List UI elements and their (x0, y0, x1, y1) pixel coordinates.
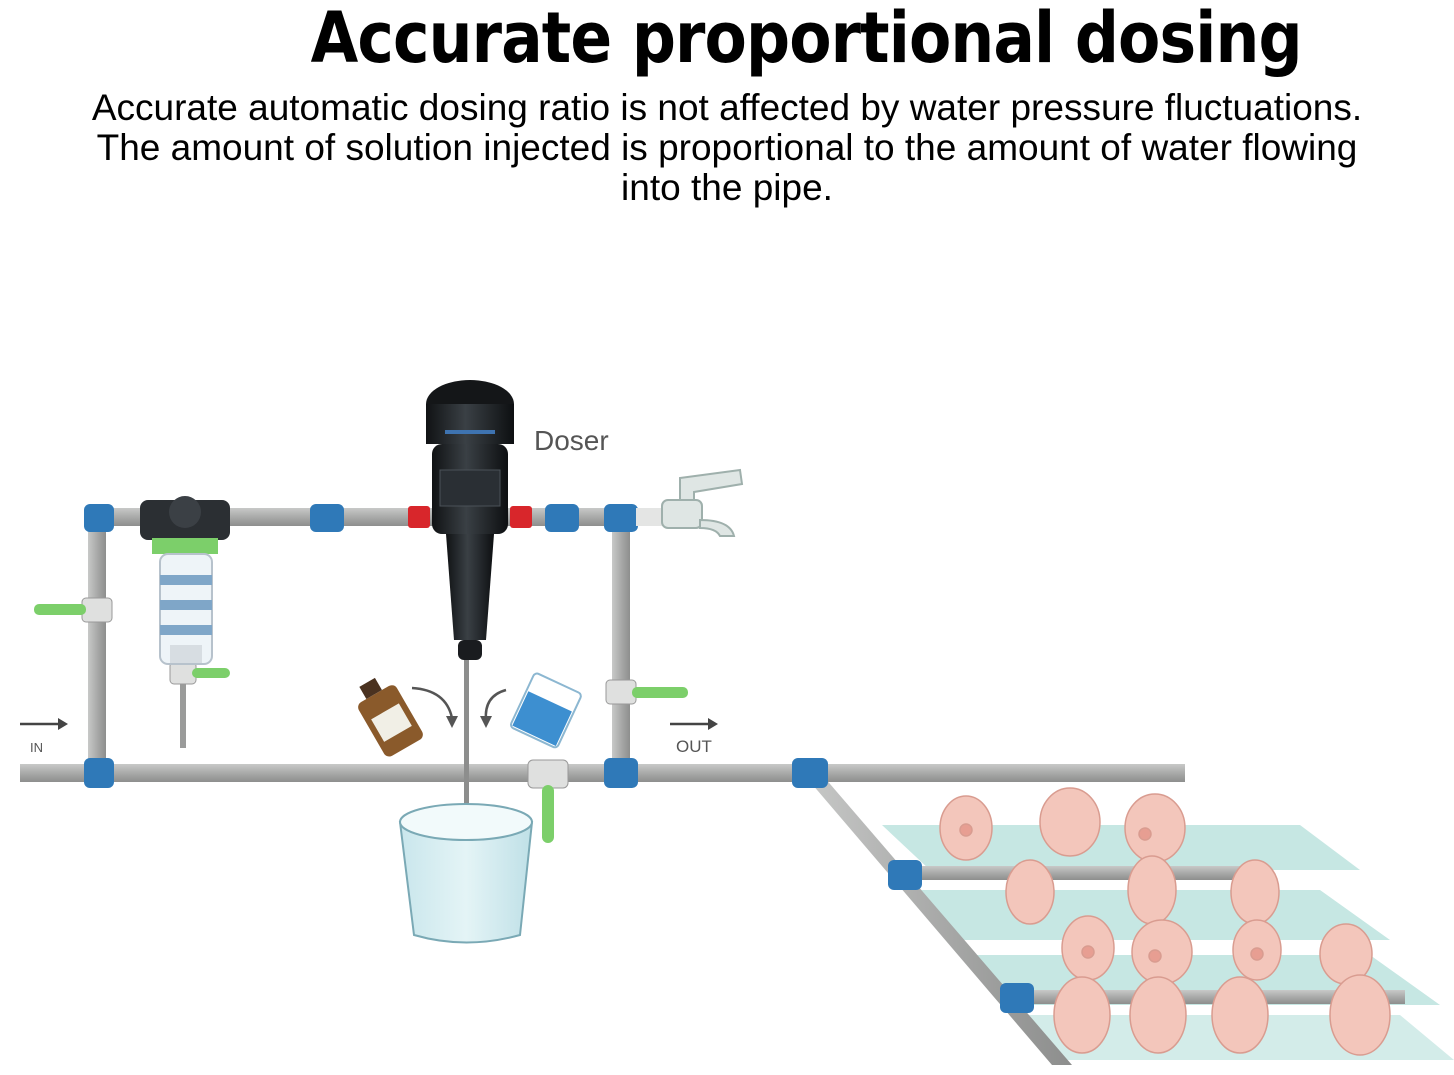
pig-11 (1053, 976, 1111, 1054)
pig-14 (1329, 974, 1391, 1056)
doser-unit (408, 380, 532, 660)
measuring-cup (509, 672, 582, 749)
description-line-3: into the pipe. (621, 167, 833, 208)
pig-9 (1232, 919, 1282, 981)
description-line-2: The amount of solution injected is propo… (96, 127, 1358, 168)
description: Accurate automatic dosing ratio is not a… (0, 88, 1454, 208)
pig-12 (1129, 976, 1187, 1054)
page-title: Accurate proportional dosing (310, 0, 1303, 79)
pig-13 (1211, 976, 1269, 1054)
ball-valves (34, 597, 688, 843)
pig-7 (1061, 915, 1115, 981)
doser-label: Doser (534, 425, 609, 456)
pig-4 (1005, 859, 1055, 925)
pig-1 (939, 795, 993, 861)
pour-arrows (411, 686, 507, 721)
pig-8 (1131, 919, 1193, 985)
pig-3 (1124, 793, 1186, 863)
water-filter (140, 496, 230, 665)
solution-bucket (398, 803, 534, 944)
pig-5 (1127, 855, 1177, 925)
pig-2 (1039, 787, 1101, 857)
outlet-tap (636, 468, 744, 537)
description-line-1: Accurate automatic dosing ratio is not a… (91, 87, 1363, 128)
pig-6 (1230, 859, 1280, 925)
chemical-bottle (358, 677, 423, 757)
inlet-label: IN (30, 740, 43, 755)
pigs (939, 787, 1391, 1056)
pipe-fittings (84, 504, 1034, 1013)
outlet-label: OUT (676, 737, 712, 756)
